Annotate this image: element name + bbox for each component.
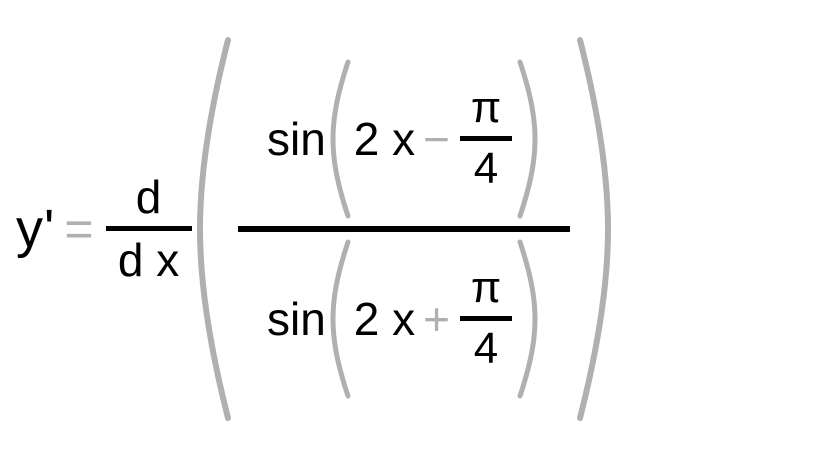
sin-function-numerator: sin [266,112,326,165]
denominator-pi-fraction-bar [460,316,513,321]
equals-sign: = [64,200,94,257]
numerator-pi-fraction-bar [460,136,513,141]
numerator-pi: π [470,82,502,132]
main-fraction: sin 2 x − π 4 [237,56,570,402]
main-fraction-numerator: sin 2 x − π 4 [267,56,540,222]
main-fraction-denominator: sin 2 x + π 4 [267,236,540,402]
numerator-argument: 2 x − π 4 [353,82,514,193]
prime-symbol: ' [44,198,55,259]
denominator-pi-fraction: π 4 [460,262,513,373]
numerator-term: 2 x [353,112,416,165]
denominator-pi-denominator: 4 [473,324,499,373]
denominator-pi: π [470,262,502,312]
numerator-open-paren [328,58,354,220]
derivative-denominator: d x [117,234,180,286]
outer-open-paren [194,36,236,422]
numerator-close-paren [514,58,540,220]
variable-y: y [16,198,43,259]
numerator-pi-fraction: π 4 [460,82,513,193]
denominator-operator: + [423,292,451,345]
derivative-numerator: d [135,170,162,223]
numerator-pi-denominator: 4 [473,144,499,193]
main-fraction-bar [237,225,570,232]
denominator-open-paren [328,238,354,400]
outer-close-paren [572,36,614,422]
denominator-term: 2 x [353,292,416,345]
sin-function-denominator: sin [266,292,326,345]
denominator-close-paren [514,238,540,400]
left-hand-side: y ' = [16,202,100,256]
numerator-operator: − [423,112,451,165]
derivative-operator: d d x [105,170,192,286]
derivative-fraction-bar [105,226,192,231]
denominator-argument: 2 x + π 4 [353,262,514,373]
